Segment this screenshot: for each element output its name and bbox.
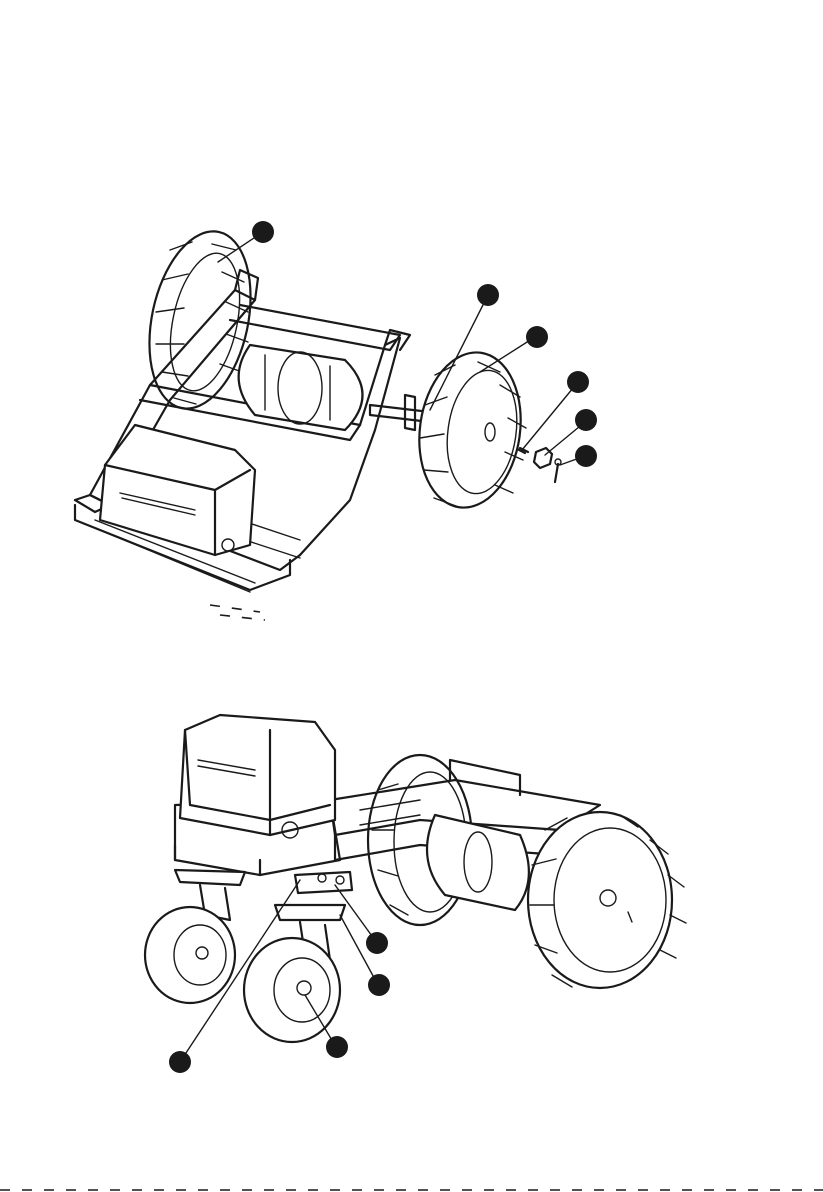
right-drive-tire xyxy=(528,812,686,988)
caster-mount-plate xyxy=(295,872,352,893)
drive-motor xyxy=(239,345,363,430)
battery-box xyxy=(100,425,255,555)
callout-top-6 xyxy=(575,445,597,467)
hardware-parts xyxy=(520,448,561,482)
caster-left xyxy=(145,870,245,1003)
ground-line-dashed-2 xyxy=(220,615,265,620)
battery-box-assembled xyxy=(180,715,335,838)
callout-bottom-4 xyxy=(169,1051,191,1073)
callout-bottom-2 xyxy=(368,974,390,996)
callout-top-2 xyxy=(477,284,499,306)
top-exploded-view xyxy=(75,221,597,620)
caster-right xyxy=(244,905,345,1042)
right-tire xyxy=(410,346,531,514)
callout-bottom-1 xyxy=(366,932,388,954)
callout-top-1 xyxy=(252,221,274,243)
callout-top-3 xyxy=(526,326,548,348)
callout-bottom-3 xyxy=(326,1036,348,1058)
ground-line-dashed xyxy=(210,605,260,612)
callout-top-5 xyxy=(575,409,597,431)
callout-top-4 xyxy=(567,371,589,393)
bottom-assembled-view xyxy=(145,715,686,1073)
